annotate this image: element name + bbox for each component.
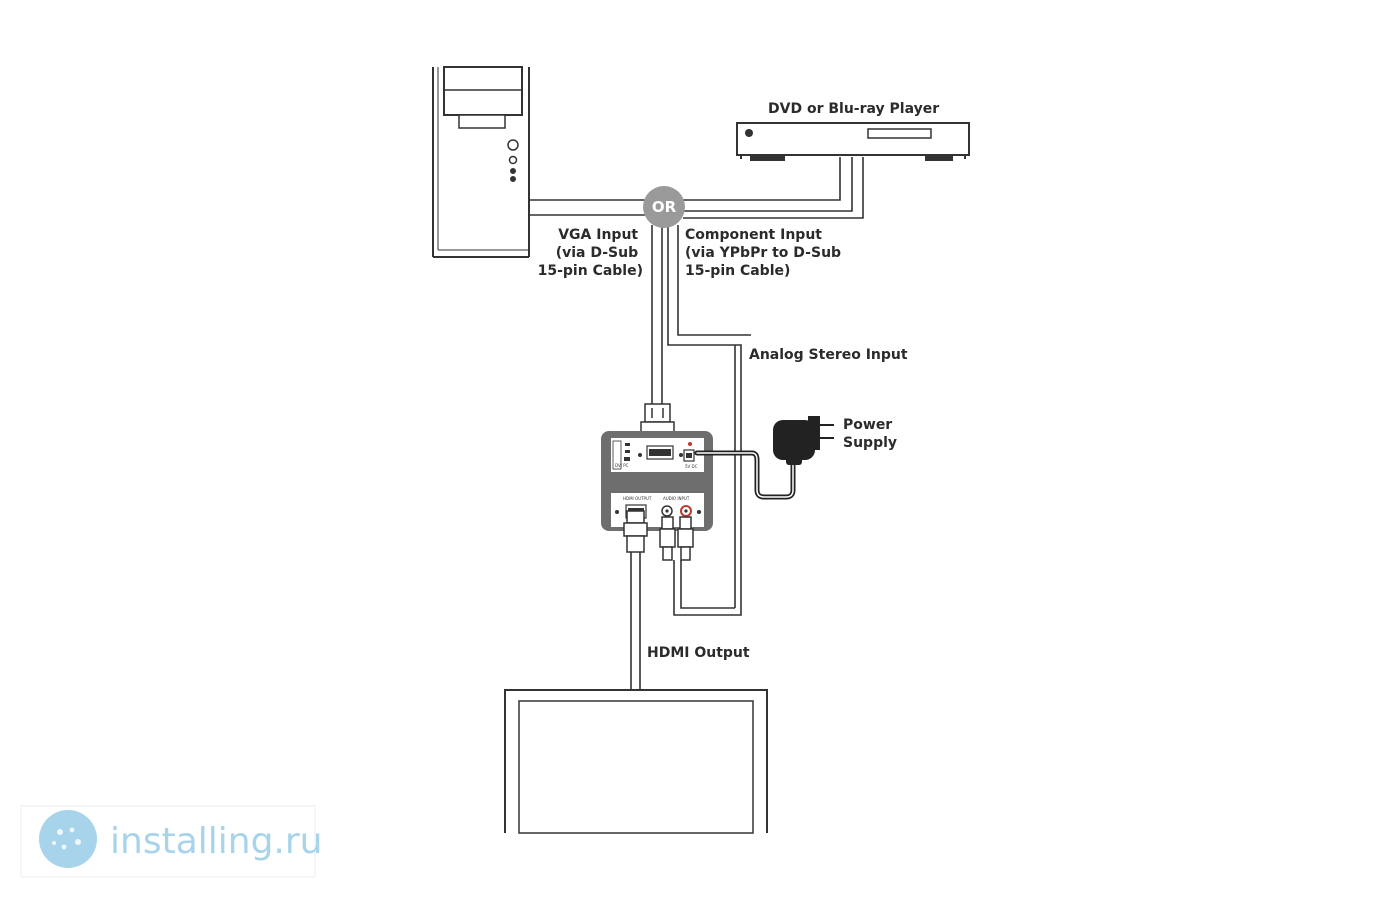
- converter-box: 5V DC DVI PC HDMI OUTPUT AUDIO INPUT: [601, 431, 713, 531]
- svg-text:DVI PC: DVI PC: [615, 463, 629, 468]
- watermark-logo-icon: [39, 810, 97, 868]
- power-adapter: [694, 416, 834, 500]
- svg-text:AUDIO INPUT: AUDIO INPUT: [663, 496, 690, 501]
- tv-monitor: [504, 689, 768, 834]
- rca-plugs: [659, 516, 694, 561]
- component-input-label: Component Input (via YPbPr to D-Sub 15-p…: [685, 227, 846, 279]
- dvd-player-label: DVD or Blu-ray Player: [768, 101, 939, 117]
- cables: [529, 157, 864, 690]
- svg-text:HDMI OUTPUT: HDMI OUTPUT: [623, 496, 652, 501]
- hdmi-plug: [623, 510, 648, 553]
- hdmi-output-label: HDMI Output: [647, 645, 750, 661]
- or-label: OR: [652, 198, 677, 216]
- pc-tower: [432, 66, 530, 258]
- watermark-text: installing.ru: [110, 821, 322, 862]
- watermark: installing.ru: [20, 805, 322, 878]
- analog-stereo-label: Analog Stereo Input: [749, 347, 908, 363]
- vga-input-label: VGA Input (via D-Sub 15-pin Cable): [538, 227, 643, 279]
- power-supply-label: Power Supply: [843, 417, 897, 451]
- dvd-player: [736, 122, 970, 161]
- svg-text:5V DC: 5V DC: [685, 464, 698, 469]
- or-junction: OR: [643, 186, 685, 228]
